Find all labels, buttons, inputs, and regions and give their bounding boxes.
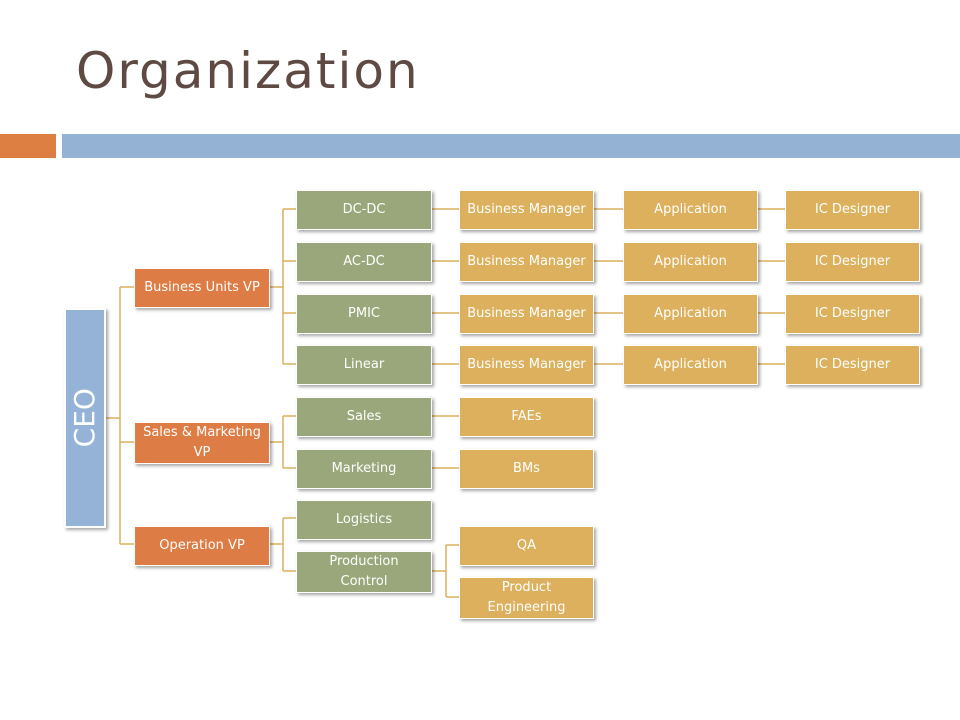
ceo-box: CEO	[64, 308, 106, 528]
qa-box: QA	[459, 526, 594, 566]
operation-vp-box: Operation VP	[134, 526, 270, 566]
qa-label: QA	[516, 537, 537, 553]
logistics-label: Logistics	[335, 511, 393, 527]
unit-box-ac-dc: AC-DC	[296, 242, 432, 282]
ic-designer-label: IC Designer	[814, 201, 891, 217]
unit-label: PMIC	[348, 305, 380, 321]
sales-marketing-vp-box: Sales & Marketing VP	[134, 422, 270, 464]
product-engineering-box: Product Engineering	[459, 577, 594, 619]
faes-label: FAEs	[511, 408, 542, 424]
application-box: Application	[623, 294, 758, 334]
ic-designer-label: IC Designer	[814, 253, 891, 269]
unit-box-dc-dc: DC-DC	[296, 190, 432, 230]
application-label: Application	[654, 356, 727, 372]
faes-box: FAEs	[459, 397, 594, 437]
ic-designer-box: IC Designer	[785, 345, 920, 385]
unit-label: AC-DC	[343, 253, 385, 269]
marketing-label: Marketing	[331, 460, 397, 476]
business-manager-label: Business Manager	[467, 305, 586, 321]
application-box: Application	[623, 242, 758, 282]
sales-marketing-vp-label: Sales & Marketing VP	[143, 424, 261, 460]
application-box: Application	[623, 190, 758, 230]
business-manager-label: Business Manager	[467, 201, 586, 217]
application-label: Application	[654, 305, 727, 321]
production-control-box: Production Control	[296, 551, 432, 593]
business-manager-box: Business Manager	[459, 190, 594, 230]
bms-label: BMs	[513, 460, 540, 476]
ic-designer-box: IC Designer	[785, 294, 920, 334]
application-box: Application	[623, 345, 758, 385]
business-manager-box: Business Manager	[459, 294, 594, 334]
bms-box: BMs	[459, 449, 594, 489]
unit-box-linear: Linear	[296, 345, 432, 385]
application-label: Application	[654, 201, 727, 217]
business-manager-label: Business Manager	[467, 356, 586, 372]
business-units-vp-label: Business Units VP	[144, 279, 260, 295]
product-engineering-label: Product Engineering	[487, 579, 566, 615]
operation-vp-label: Operation VP	[159, 537, 245, 553]
accent-bar-left	[0, 134, 56, 158]
slide-title: Organization	[76, 42, 420, 100]
unit-label: DC-DC	[342, 201, 386, 217]
business-manager-box: Business Manager	[459, 345, 594, 385]
production-control-label: Production Control	[329, 553, 399, 589]
unit-box-pmic: PMIC	[296, 294, 432, 334]
ic-designer-box: IC Designer	[785, 190, 920, 230]
ceo-label: CEO	[68, 388, 102, 448]
business-manager-label: Business Manager	[467, 253, 586, 269]
application-label: Application	[654, 253, 727, 269]
sales-label: Sales	[346, 408, 382, 424]
unit-label: Linear	[343, 356, 385, 372]
logistics-box: Logistics	[296, 500, 432, 540]
ic-designer-label: IC Designer	[814, 305, 891, 321]
sales-box: Sales	[296, 397, 432, 437]
ic-designer-label: IC Designer	[814, 356, 891, 372]
accent-bar-right	[62, 134, 960, 158]
business-manager-box: Business Manager	[459, 242, 594, 282]
business-units-vp-box: Business Units VP	[134, 268, 270, 308]
marketing-box: Marketing	[296, 449, 432, 489]
ic-designer-box: IC Designer	[785, 242, 920, 282]
